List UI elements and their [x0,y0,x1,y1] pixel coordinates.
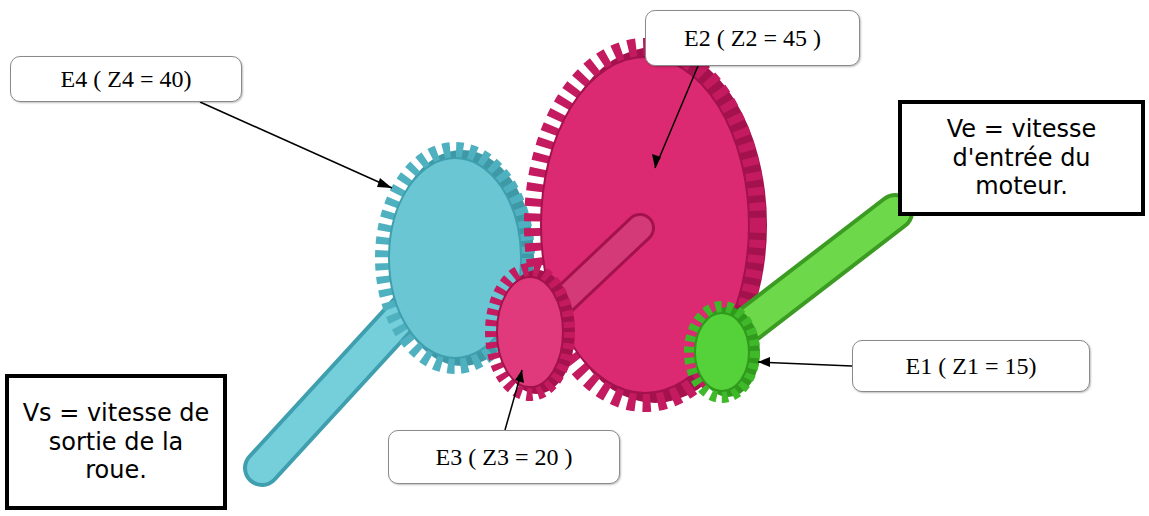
leader-line [200,102,392,188]
speed-label: Ve = vitesse d'entrée du moteur. [910,115,1133,201]
leader-line [758,362,852,366]
gear-label: E4 ( Z4 = 40) [61,66,192,93]
gear-label: E3 ( Z3 = 20 ) [436,444,573,471]
gear-label: E2 ( Z2 = 45 ) [684,25,821,52]
speed-label: Vs = vitesse de sortie de la roue. [17,399,215,485]
gear-callout-box: E3 ( Z3 = 20 ) [388,430,620,484]
speed-box: Ve = vitesse d'entrée du moteur. [898,100,1145,216]
leader-arrowhead [377,178,392,188]
gear-e1 [695,313,749,391]
gear-callout-box: E1 ( Z1 = 15) [852,340,1090,392]
leader-arrowhead [758,357,770,367]
leader-arrowhead [515,370,524,383]
gear-callout-box: E4 ( Z4 = 40) [10,56,242,102]
gear-e3 [497,277,563,387]
gear-label: E1 ( Z1 = 15) [906,353,1037,380]
leader-arrowhead [652,154,661,168]
leader-line [655,66,698,168]
gear-e1-teeth [690,307,754,397]
speed-box: Vs = vitesse de sortie de la roue. [5,374,227,510]
gear-callout-box: E2 ( Z2 = 45 ) [645,10,860,66]
gear-e3-teeth [492,270,568,394]
